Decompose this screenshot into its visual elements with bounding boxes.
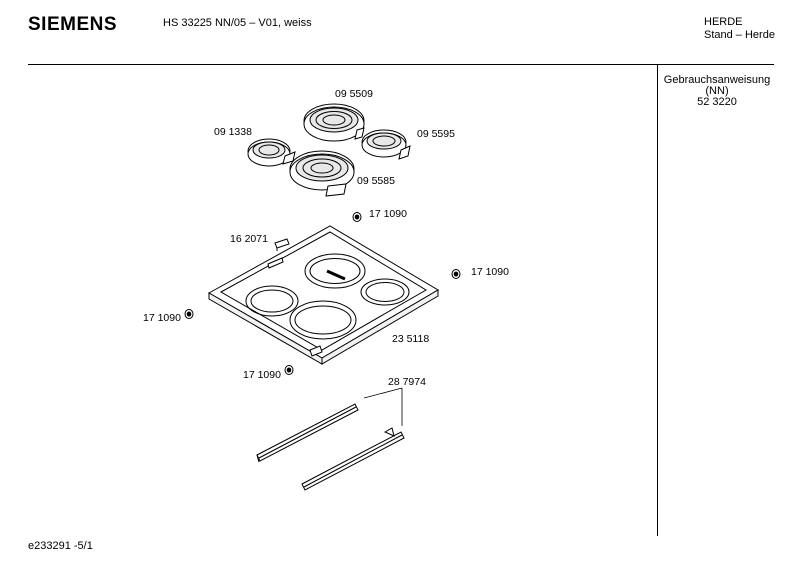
- drawing-id: e233291 -5/1: [28, 540, 93, 552]
- part-label-rails: 28 7974: [388, 376, 426, 388]
- category-title: HERDE: [704, 16, 743, 28]
- part-label-hotplate-small-left: 09 1338: [214, 126, 252, 138]
- category-subtitle: Stand – Herde: [704, 29, 775, 41]
- part-label-cover-plate: 16 2071: [230, 233, 268, 245]
- part-label-screw-right: 17 1090: [471, 266, 509, 278]
- model-number: HS 33225 NN/05 – V01, weiss: [163, 17, 312, 29]
- doc-title: Gebrauchsanweisung: [663, 74, 771, 86]
- rail-upper[interactable]: [256, 403, 359, 463]
- brand-logo: SIEMENS: [28, 14, 118, 35]
- part-label-hotplate-small-right: 09 5595: [417, 128, 455, 140]
- doc-number: 52 3220: [697, 96, 737, 108]
- hotplate-large[interactable]: [303, 103, 365, 142]
- part-label-hotplate-large: 09 5509: [335, 88, 373, 100]
- hob-frame[interactable]: [207, 225, 439, 365]
- hotplate-small-right[interactable]: [361, 129, 411, 160]
- part-label-hotplate-front-center: 09 5585: [357, 175, 395, 187]
- part-label-hob-frame: 23 5118: [392, 333, 430, 345]
- doc-language: (NN): [705, 85, 729, 97]
- documentation-panel: Gebrauchsanweisung (NN) 52 3220: [660, 75, 774, 108]
- part-label-screw-left: 17 1090: [143, 312, 181, 324]
- screw-right[interactable]: [451, 269, 461, 279]
- hotplate-small-left[interactable]: [247, 138, 296, 167]
- screw-bottom[interactable]: [284, 365, 294, 375]
- rail-lower[interactable]: [301, 427, 405, 491]
- hotplate-front-center[interactable]: [289, 150, 355, 197]
- category-label: HERDE Stand – Herde: [704, 16, 775, 42]
- screw-top[interactable]: [352, 212, 362, 222]
- cover-plate[interactable]: [274, 238, 290, 251]
- part-label-screw-top: 17 1090: [369, 208, 407, 220]
- side-divider: [657, 64, 658, 536]
- header-divider: [28, 64, 774, 65]
- screw-left[interactable]: [184, 309, 194, 319]
- part-label-screw-bottom: 17 1090: [243, 369, 281, 381]
